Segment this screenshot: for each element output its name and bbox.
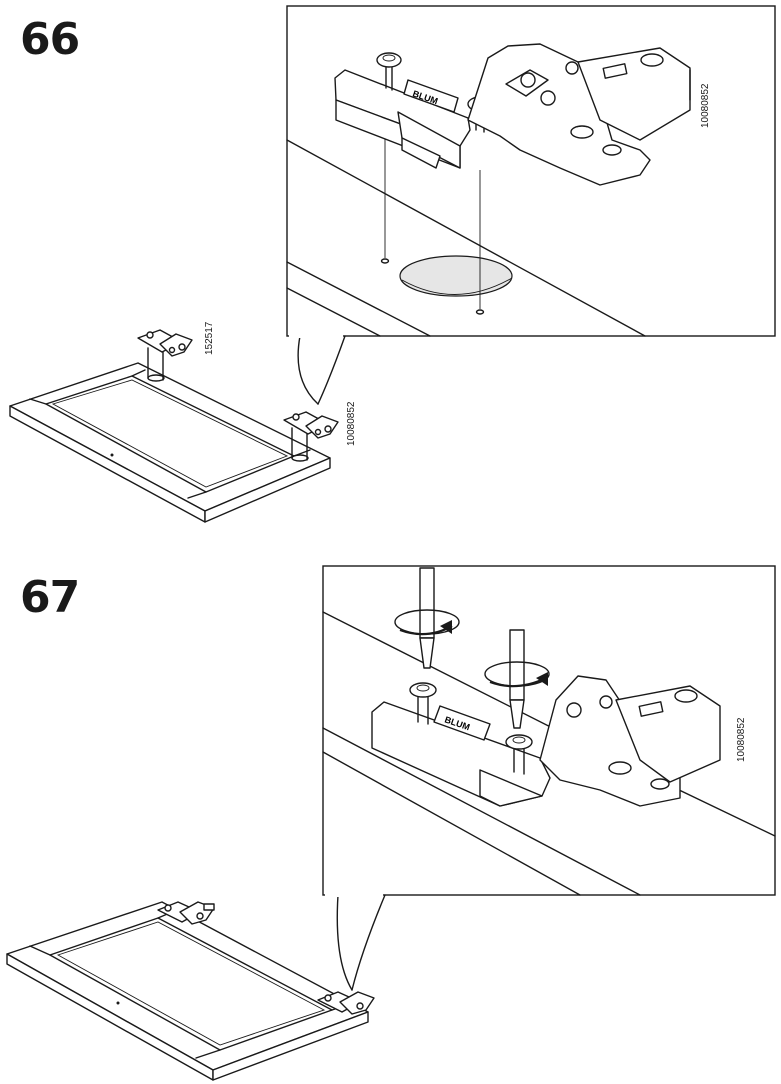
step67-hinge-bottom <box>317 991 375 1015</box>
part-code-10080852-small: 10080852 <box>346 401 357 447</box>
screwdriver-2 <box>484 629 550 729</box>
screwdriver-1 <box>394 567 460 669</box>
part-code-10080852-detail67: 10080852 <box>736 717 747 763</box>
step67-door-panel <box>6 901 369 1081</box>
step-number-66: 66 <box>20 14 80 65</box>
part-code-152517: 152517 <box>204 321 215 355</box>
step-number-67: 67 <box>20 572 80 623</box>
part-code-10080852-detail66: 10080852 <box>700 83 711 129</box>
step66-door-panel <box>9 362 331 523</box>
step66-hinge-right <box>283 411 339 462</box>
step66-detail-callout: BLUM <box>286 5 776 405</box>
step67-hinge-top <box>157 901 215 925</box>
step66-hinge-left <box>137 329 193 382</box>
step67-detail-callout: BLUM <box>322 565 776 991</box>
